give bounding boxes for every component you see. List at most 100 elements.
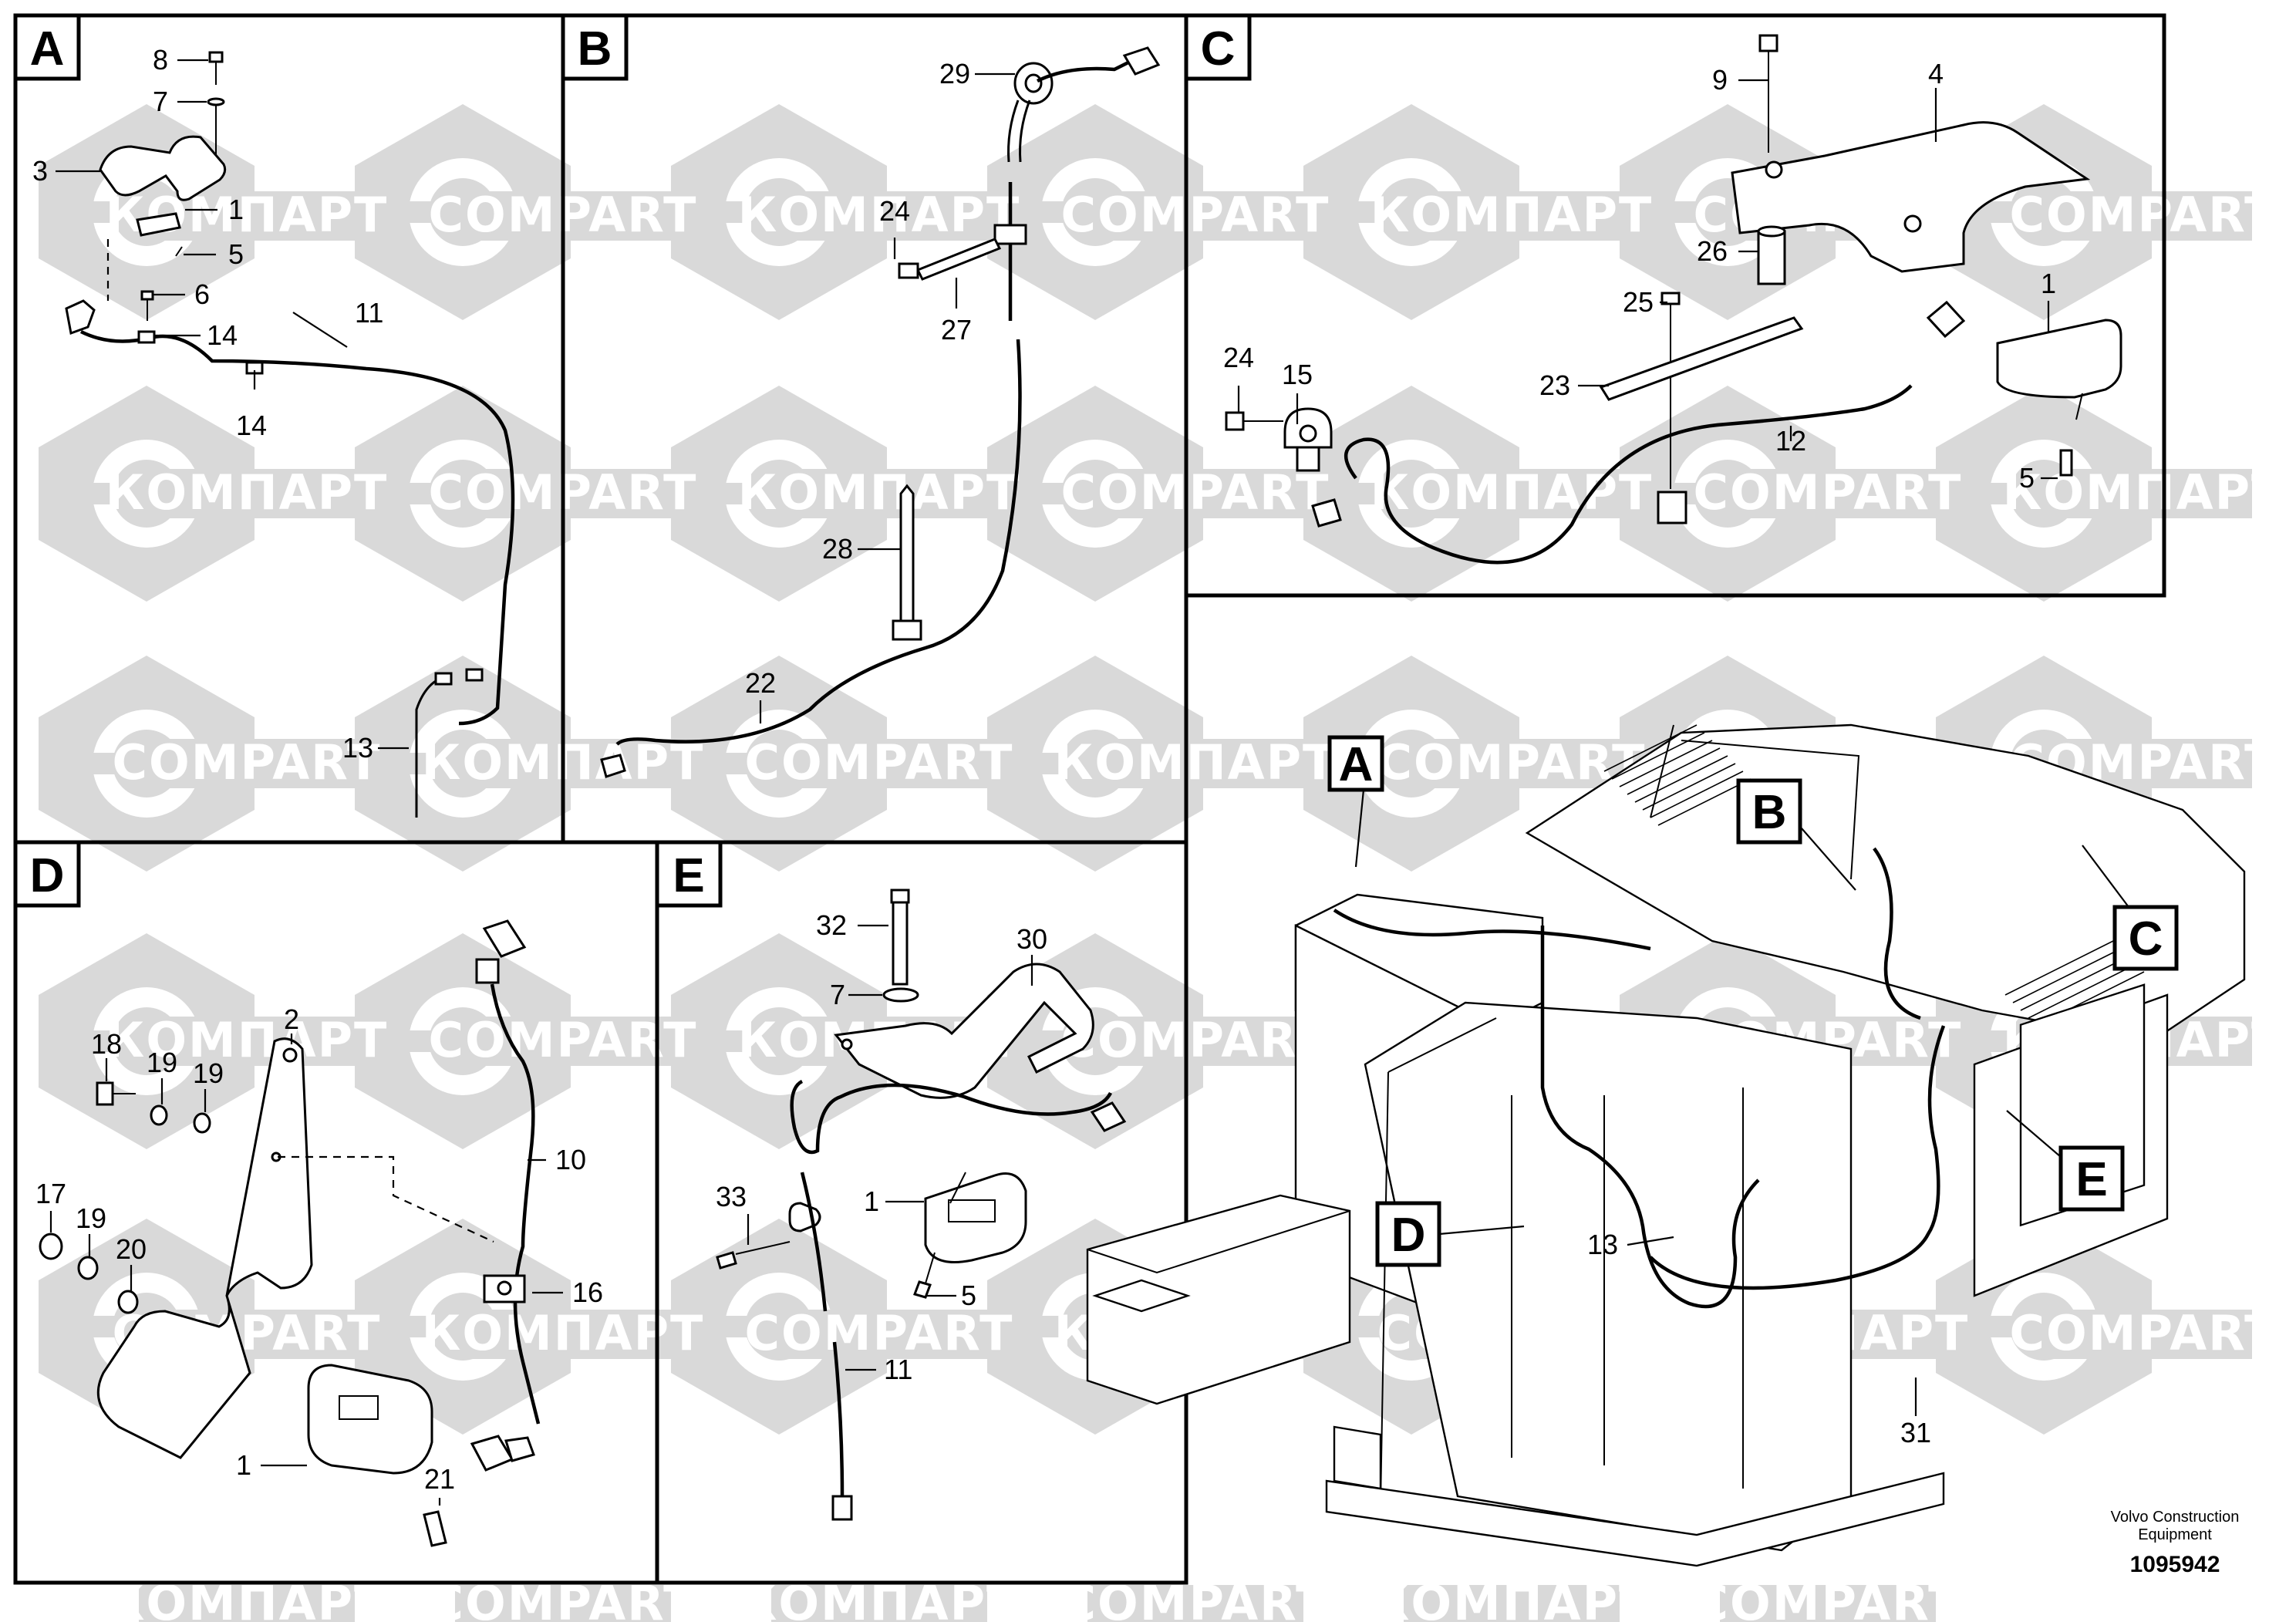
panel-letter: D (30, 849, 65, 902)
footer-brand-line1: Volvo Construction (2111, 1509, 2240, 1526)
callout-a-14-lower: 14 (236, 410, 267, 441)
callout-b-28: 28 (822, 533, 853, 565)
panel-label-c: C (1184, 13, 1252, 81)
marker-letter: C (2129, 912, 2163, 966)
watermark-text: КОМПАРТ (1371, 464, 1654, 521)
panel-letter: E (673, 849, 704, 902)
callout-e-33: 33 (716, 1181, 747, 1212)
callout-c-23: 23 (1539, 369, 1570, 401)
overview-marker-b: B (1736, 778, 1856, 891)
watermark-text: COMPART (1694, 1575, 1963, 1622)
panel-label-e: E (655, 840, 723, 908)
callout-a-7: 7 (153, 86, 168, 117)
watermark-text: КОМПАРТ (1371, 187, 1654, 243)
drawing-footer: Volvo Construction Equipment 1095942 (2111, 1509, 2240, 1577)
callout-e-1: 1 (864, 1185, 879, 1217)
callout-d-17: 17 (35, 1178, 66, 1209)
callout-overview-31: 31 (1900, 1417, 1931, 1448)
callout-a-11: 11 (355, 297, 383, 329)
watermark-text: КОМПАРТ (738, 187, 1021, 243)
hood-grille (1603, 724, 2145, 1027)
overview-marker-c: C (2082, 845, 2179, 971)
callout-a-13: 13 (342, 732, 373, 764)
overview-machine: A B C D E 13 31 (1086, 723, 2246, 1567)
callout-d-21: 21 (424, 1463, 455, 1495)
watermark-text: КОМПАРТ (1054, 734, 1337, 791)
callout-overview-13: 13 (1587, 1229, 1618, 1260)
watermark-band-row: КОМПАРТ COMPART КОМПАРТ COMPART КОМПАРТ … (106, 464, 2286, 521)
watermark-text: КОМПАРТ (106, 464, 389, 521)
callout-d-19b: 19 (193, 1057, 224, 1089)
callout-c-15: 15 (1282, 359, 1313, 390)
watermark-text: COMPART (1061, 1012, 1330, 1068)
callout-c-25: 25 (1623, 286, 1654, 318)
panel-e-drawing: 32 30 7 33 1 5 11 (716, 889, 1127, 1521)
watermark-text: COMPART (745, 1305, 1014, 1361)
panel-c-frame (1184, 13, 2166, 598)
watermark-band-row: КОМПАРТ COMPART КОМПАРТ COMPART КОМПАРТ … (106, 1012, 2284, 1068)
callout-a-14: 14 (207, 319, 238, 351)
watermark-text: COMPART (113, 734, 382, 791)
callout-b-22: 22 (745, 667, 776, 699)
marker-letter: D (1391, 1209, 1426, 1262)
callout-a-3: 3 (32, 155, 48, 187)
watermark-text: COMPART (745, 734, 1014, 791)
panel-a-drawing: 8 7 3 1 5 6 14 11 14 13 (32, 44, 515, 818)
callout-d-1: 1 (236, 1449, 251, 1481)
callout-c-26: 26 (1697, 235, 1728, 267)
callout-c-4: 4 (1928, 58, 1944, 89)
callout-b-24: 24 (879, 195, 910, 227)
callout-e-30: 30 (1017, 923, 1047, 955)
callout-a-8: 8 (153, 44, 168, 76)
callout-c-5: 5 (2019, 462, 2035, 494)
panel-letter: B (578, 22, 612, 76)
watermark-text: COMPART (1694, 464, 1963, 521)
watermark-text: COMPART (2010, 1305, 2279, 1361)
callout-c-1: 1 (2041, 268, 2056, 299)
watermark-text: COMPART (2010, 187, 2279, 243)
watermark-text: COMPART (1061, 464, 1330, 521)
callout-d-19c: 19 (76, 1202, 106, 1234)
panel-label-d: D (13, 840, 81, 908)
callout-c-24: 24 (1223, 342, 1254, 373)
callout-e-32: 32 (816, 909, 847, 941)
watermark-text: КОМПАРТ (738, 464, 1021, 521)
panel-letter: C (1201, 22, 1236, 76)
callout-d-10: 10 (555, 1144, 586, 1175)
overview-marker-a: A (1327, 735, 1384, 868)
panel-d-drawing: 18 19 19 2 10 17 19 20 16 1 21 (35, 919, 603, 1547)
callout-a-5: 5 (228, 238, 244, 270)
callout-c-12: 12 (1775, 425, 1806, 457)
callout-e-5: 5 (961, 1280, 976, 1311)
callout-d-19: 19 (147, 1047, 177, 1078)
callout-e-11: 11 (884, 1354, 912, 1385)
marker-letter: A (1339, 738, 1374, 791)
watermark-text: КОМПАРТ (422, 1305, 705, 1361)
panel-label-a: A (13, 13, 81, 81)
panel-frames (13, 13, 2166, 1585)
panel-letter-boxes: A B C D E (13, 13, 1252, 908)
callout-d-2: 2 (284, 1003, 299, 1035)
callout-e-7: 7 (830, 979, 845, 1010)
panel-letter: A (30, 22, 65, 76)
callout-d-20: 20 (116, 1233, 147, 1265)
callout-a-1: 1 (228, 194, 244, 225)
footer-drawing-number: 1095942 (2130, 1552, 2220, 1577)
overview-marker-e: E (2006, 1110, 2125, 1212)
callout-d-18: 18 (91, 1028, 122, 1060)
watermark-text: COMPART (1061, 187, 1330, 243)
callout-d-16: 16 (572, 1276, 603, 1308)
watermark-text: COMPART (429, 1012, 698, 1068)
overview-marker-d: D (1375, 1201, 1525, 1267)
marker-letter: B (1752, 786, 1787, 839)
watermark-text: КОМПАРТ (1371, 1575, 1654, 1622)
callout-b-27: 27 (941, 314, 972, 346)
footer-brand-line2: Equipment (2138, 1526, 2212, 1543)
callout-c-9: 9 (1712, 64, 1728, 96)
marker-letter: E (2075, 1153, 2107, 1206)
callout-b-29: 29 (939, 58, 970, 89)
panel-c-drawing: 9 4 26 25 1 24 15 23 12 5 (1223, 34, 2122, 565)
panel-e-frame (655, 840, 1188, 1585)
watermark-text: КОМПАРТ (2003, 464, 2286, 521)
